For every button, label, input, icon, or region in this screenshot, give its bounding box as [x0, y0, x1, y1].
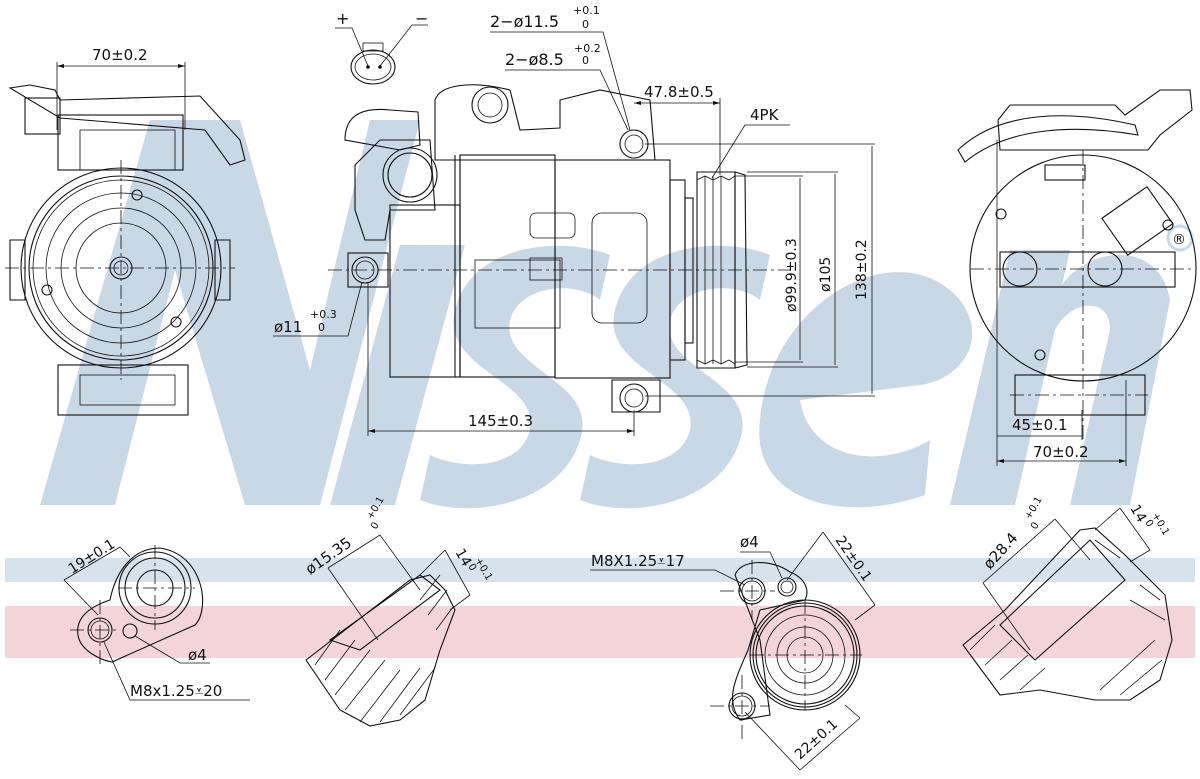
section-detail-a — [305, 534, 471, 727]
pulley-inner-label: ø99.9±0.3 — [784, 238, 800, 312]
mount-hole-tol-lower: 0 — [318, 321, 325, 334]
hole-small-tol-lower: 0 — [582, 54, 589, 67]
port-a-pin-label: ø4 — [188, 646, 207, 664]
section-b-depth-tol-lower: 0 — [1142, 518, 1155, 529]
front-view-left — [5, 62, 246, 416]
port-detail-b — [590, 531, 876, 771]
front-width-label: 70±0.2 — [92, 46, 148, 64]
length-label: 145±0.3 — [468, 412, 533, 430]
connector-plus-label: + — [336, 9, 349, 28]
hole-large-tol-lower: 0 — [582, 18, 589, 31]
port-detail-a — [63, 545, 250, 701]
side-view — [273, 31, 875, 436]
section-b-bore-tol-lower: 0 — [1029, 520, 1042, 531]
rear-inner-width-label: 45±0.1 — [1012, 416, 1068, 434]
pulley-outer-label: ø105 — [818, 257, 834, 292]
section-detail-b — [962, 507, 1173, 701]
section-a-depth-tol-lower: 0 — [465, 562, 478, 573]
port-a-thread-label: M8x1.25⩡20 — [130, 682, 222, 700]
hole-large-label: 2−ø11.5 — [490, 12, 559, 31]
connector-minus-label: − — [415, 9, 428, 28]
port-b-pin-label: ø4 — [740, 533, 759, 551]
red-band — [5, 606, 1195, 658]
port-b-thread-label: M8X1.25⩡17 — [591, 552, 685, 570]
section-b-depth-label: 14 — [1127, 502, 1150, 526]
registered-mark: ® — [1172, 232, 1186, 248]
rear-view-right — [957, 89, 1197, 466]
section-a-depth-label: 14 — [452, 546, 475, 570]
rear-outer-width-label: 70±0.2 — [1033, 443, 1089, 461]
belt-label: 4PK — [750, 106, 780, 124]
mount-hole-tol-upper: +0.3 — [310, 308, 337, 321]
hole-large-tol-upper: +0.1 — [573, 4, 600, 17]
height-label: 138±0.2 — [854, 239, 870, 300]
mount-hole-label: ø11 — [274, 318, 302, 336]
section-a-bore-tol-lower: 0 — [369, 520, 382, 531]
brand-watermark — [40, 120, 1194, 509]
offset-label: 47.8±0.5 — [644, 83, 714, 101]
electrical-connector — [335, 24, 428, 85]
hole-small-tol-upper: +0.2 — [574, 42, 601, 55]
hole-small-label: 2−ø8.5 — [505, 50, 564, 69]
section-b-bore-tol-upper: +0.1 — [1023, 495, 1045, 522]
